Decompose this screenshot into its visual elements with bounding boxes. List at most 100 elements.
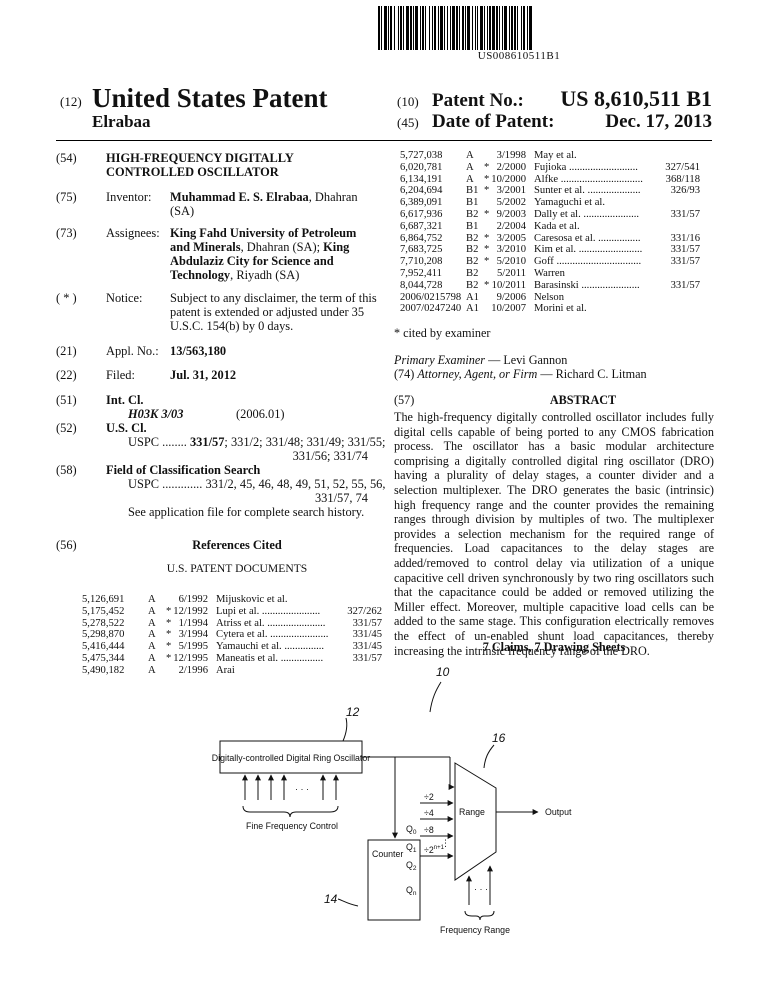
citation-star: * [484,279,490,291]
citation-number: 5,126,691 [82,594,125,605]
citation-kind: B2 [466,256,479,268]
barcode-bar [433,6,434,50]
citation-author: Atriss et al. ...................... [216,617,326,629]
claims-summary: 7 Claims, 7 Drawing Sheets [482,640,626,654]
uspc-main-class: 331/57 [189,435,225,449]
barcode-bar [465,6,466,50]
barcode-bar [410,6,412,50]
citation-author: Cytera et al. ...................... [216,629,329,641]
citation-kind: A1 [466,291,479,303]
citation-class: 327/541 [665,161,700,173]
citation-class: 331/57 [670,256,700,268]
field-search-line-1: USPC ............. 331/2, 45, 46, 48, 49… [128,477,386,491]
notice-label: Notice: [106,291,143,305]
intcl-code: H03K 3/03 [128,407,184,421]
code-12: (12) [60,94,82,109]
uspc-other-classes: ; 331/2; 331/48; 331/49; 331/55; [224,435,386,449]
citation-class: 331/57 [670,209,700,220]
citation-class: 331/45 [352,641,382,653]
barcode-bar [459,6,460,50]
citation-star: * [484,232,490,244]
barcode-bar [460,6,462,50]
barcode-bar [414,6,415,50]
barcode-bar [387,6,388,50]
citation-star: * [166,641,172,653]
citation-date: 3/2001 [496,185,526,197]
barcode-bar [382,6,384,50]
barcode-bar [458,6,459,50]
citation-number: 6,864,752 [400,232,443,244]
code-notice: ( * ) [56,291,77,305]
assignee-location: , Dhahran (SA); [240,240,324,254]
output-label: Output [545,807,572,817]
intcl-label: Int. Cl. [106,393,144,407]
barcode-bar [392,6,394,50]
citation-date: 2/2004 [496,220,526,232]
barcode-bar [438,6,439,50]
citation-star: * [484,173,490,185]
cited-by-examiner: * cited by examiner [394,326,491,340]
citation-date: 3/1998 [496,150,526,161]
barcode-bar [483,6,484,50]
barcode-bar [436,6,438,50]
citation-star: * [484,161,490,173]
barcode-bar [425,6,426,50]
patent-no-label: Patent No.: [432,90,524,111]
field-search-line-2: 331/57, 74 [314,491,368,505]
barcode-bar [509,6,510,50]
barcode-bar [395,6,398,50]
barcode-bar [398,6,399,50]
citation-class: 331/45 [352,629,382,641]
barcode-bar [422,6,424,50]
citation-number: 5,416,444 [82,641,125,653]
barcode-bar [399,6,400,50]
code-10: (10) [397,94,419,109]
barcode-bar [384,6,387,50]
appl-label: Appl. No.: [106,344,159,358]
citation-number: 7,952,411 [400,268,442,279]
us-docs-label: U.S. PATENT DOCUMENTS [166,562,308,575]
assignee-name-part: and Minerals [170,240,241,254]
barcode-bar [380,6,381,50]
inventor-name: Muhammad E. S. Elrabaa [170,190,309,204]
citation-class: 326/93 [670,185,700,197]
filed-label: Filed: [106,368,135,382]
code-73: (73) [56,226,77,240]
citation-author: Kada et al. [534,220,580,232]
counter-box [367,839,421,921]
citation-number: 5,278,522 [82,617,125,629]
barcode-bar [455,6,456,50]
citation-number: 6,617,936 [400,209,443,220]
citation-star: * [484,244,490,256]
notice-line-1: Subject to any disclaimer, the term of t… [170,291,377,305]
barcode-bar [498,6,499,50]
citation-author: Dally et al. ..................... [534,209,640,220]
assignee-line-1: King Fahd University of Petroleum [170,226,357,240]
uscl-label: U.S. Cl. [106,421,147,435]
citation-date: 6/1992 [178,594,208,605]
assignee-line-3: Abdulaziz City for Science and [170,254,334,268]
citation-date: 12/1995 [173,653,208,664]
notice-line-3: U.S.C. 154(b) by 0 days. [170,319,294,333]
header-rule [56,140,712,141]
barcode-bar [462,6,464,50]
barcode-bar [402,6,403,50]
citation-author: Maneatis et al. ................ [216,653,324,664]
document-number: US008610511B1 [477,50,561,62]
citation-kind: A [466,150,474,161]
barcode-bar [381,6,382,50]
code-56: (56) [56,538,77,552]
field-search-line-3: See application file for complete search… [128,505,365,519]
barcode-bar [522,6,523,50]
citation-class: 331/57 [352,617,382,629]
references-label: References Cited [192,538,282,552]
citation-date: 9/2003 [496,209,526,220]
code-75: (75) [56,190,77,204]
citation-kind: A1 [466,303,479,315]
barcode-bar [510,6,511,50]
citation-number: 6,389,091 [400,197,443,209]
citation-author: May et al. [534,150,577,161]
citation-kind: A [148,605,156,617]
uspc-line-2: 331/56; 331/74 [292,449,368,463]
citation-date: 9/2006 [496,291,526,303]
